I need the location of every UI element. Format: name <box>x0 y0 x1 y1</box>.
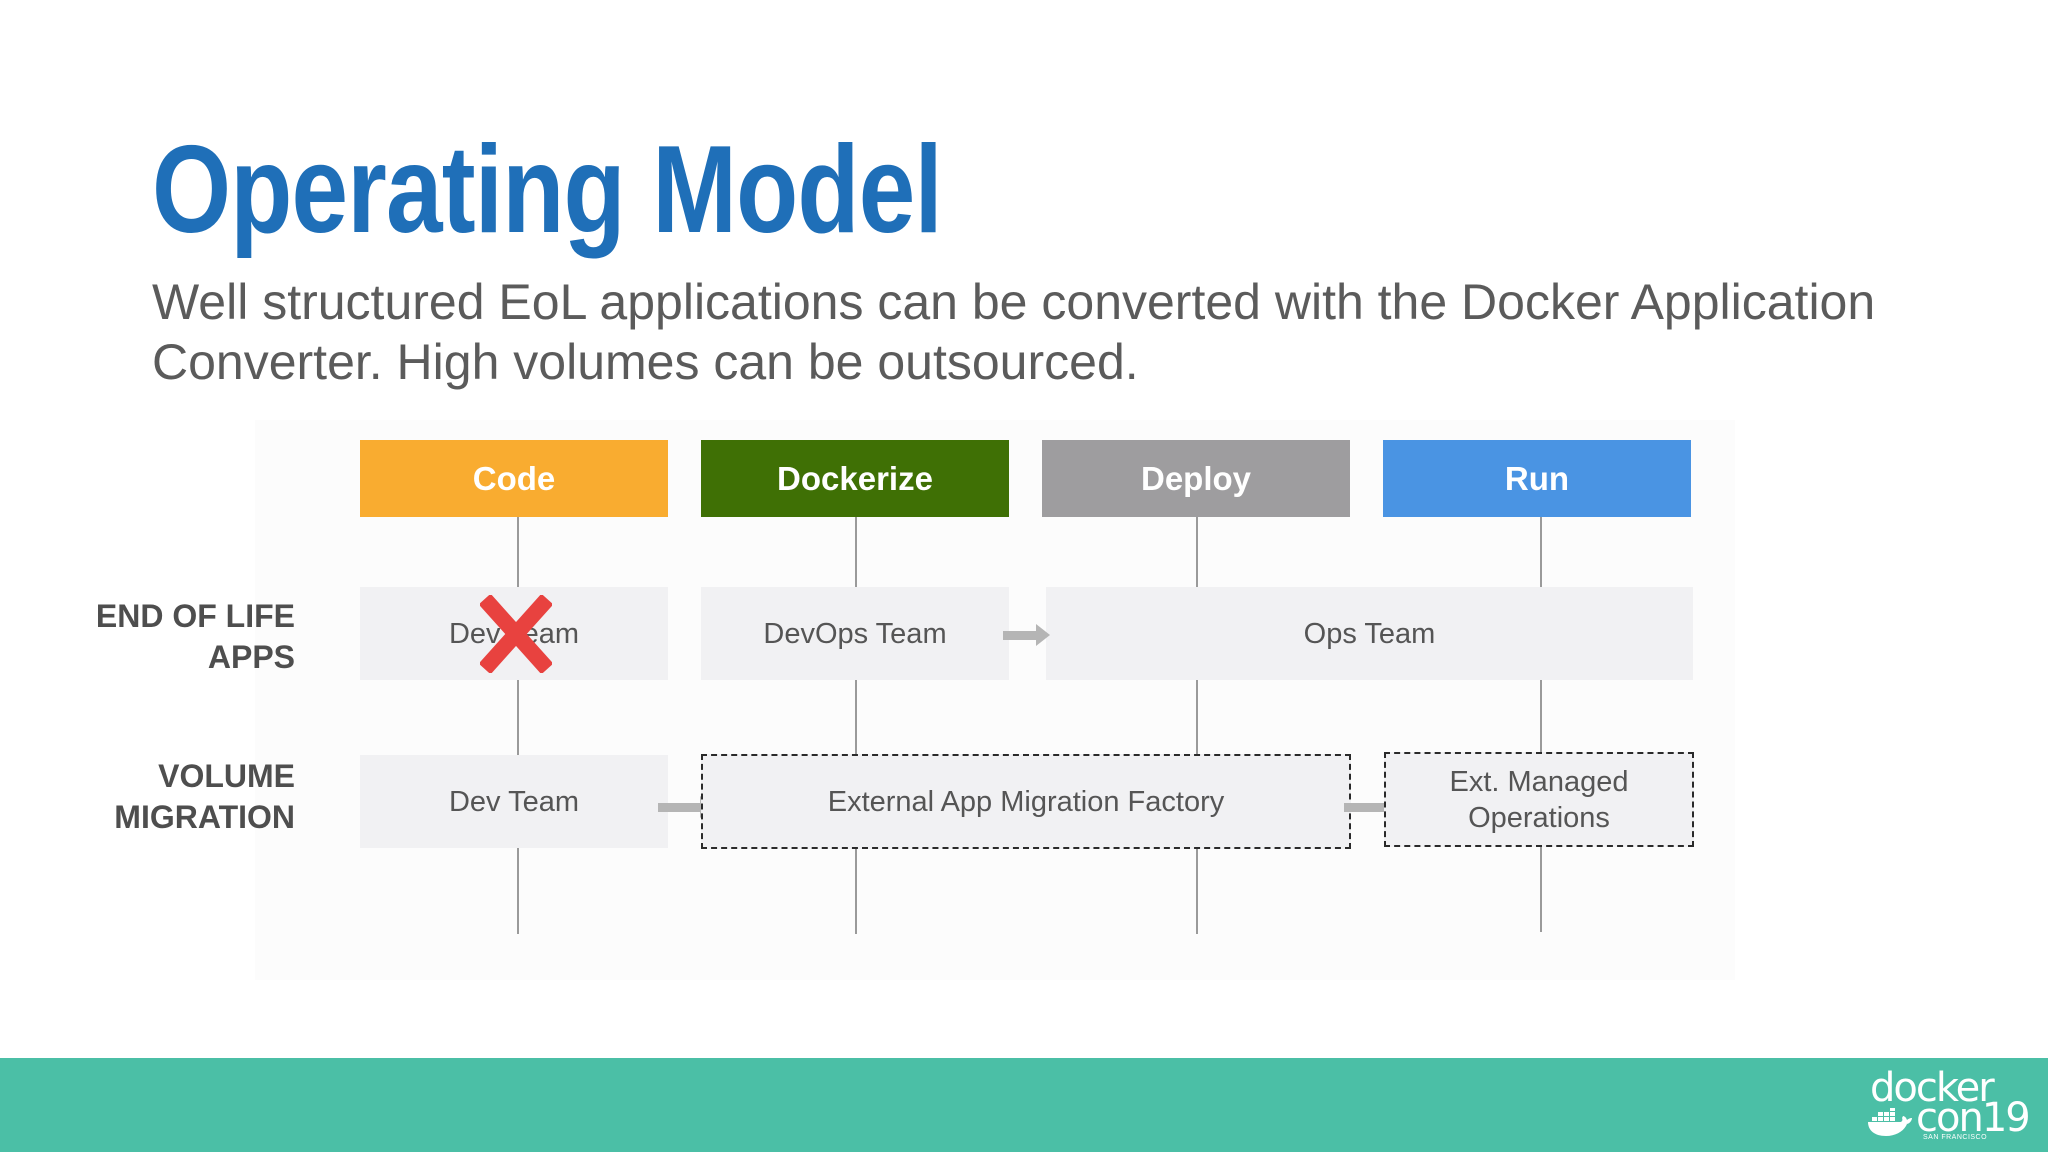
run-lane-line <box>1540 517 1542 932</box>
row-label-volume-line2: MIGRATION <box>114 799 295 835</box>
stage-dockerize-label: Dockerize <box>777 459 933 497</box>
dockerize-lane-line <box>855 517 857 934</box>
row-label-eol-line2: APPS <box>207 639 295 675</box>
stage-code: Code <box>360 440 668 517</box>
slide-title: Operating Model <box>152 121 943 259</box>
eol-devops-team-cell: DevOps Team <box>701 587 1009 680</box>
managed-operations-cell: Ext. Managed Operations <box>1384 752 1694 847</box>
row-label-volume: VOLUME MIGRATION <box>40 756 295 838</box>
eol-devops-to-ops-arrow <box>1003 624 1050 646</box>
managed-operations-line2: Operations <box>1468 801 1610 834</box>
whale-icon <box>1868 1108 1912 1136</box>
migration-factory-label: External App Migration Factory <box>827 785 1225 818</box>
logo-line1: docker <box>1870 1065 1995 1111</box>
stage-dockerize: Dockerize <box>701 440 1009 517</box>
cross-icon <box>480 595 552 673</box>
row-label-eol: END OF LIFE APPS <box>40 596 295 678</box>
stage-run: Run <box>1383 440 1691 517</box>
managed-operations-line1: Ext. Managed <box>1449 765 1629 798</box>
volume-dev-team-label: Dev Team <box>448 785 580 818</box>
eol-devops-team-label: DevOps Team <box>763 617 947 650</box>
volume-dev-to-factory-arrow <box>658 796 714 818</box>
factory-to-managed-arrow <box>1344 796 1398 818</box>
logo-line2: con19 <box>1916 1095 2031 1141</box>
volume-dev-team-cell: Dev Team <box>360 755 668 848</box>
row-label-volume-line1: VOLUME <box>158 758 295 794</box>
stage-code-label: Code <box>472 459 556 497</box>
migration-factory-cell: External App Migration Factory <box>701 754 1351 849</box>
logo-location: SAN FRANCISCO <box>1923 1134 1988 1141</box>
stage-run-label: Run <box>1504 459 1570 497</box>
row-label-eol-line1: END OF LIFE <box>95 598 295 634</box>
eol-ops-team-cell: Ops Team <box>1046 587 1693 680</box>
code-lane-line <box>517 517 519 934</box>
slide-subtitle: Well structured EoL applications can be … <box>152 274 1876 390</box>
eol-ops-team-label: Ops Team <box>1303 617 1436 650</box>
deploy-lane-line <box>1196 517 1198 934</box>
stage-deploy-label: Deploy <box>1140 459 1252 497</box>
stage-deploy: Deploy <box>1042 440 1350 517</box>
dockercon-logo: docker con19 SAN FRANCISCO <box>1866 1065 2031 1144</box>
footer-bar <box>0 1058 2048 1152</box>
